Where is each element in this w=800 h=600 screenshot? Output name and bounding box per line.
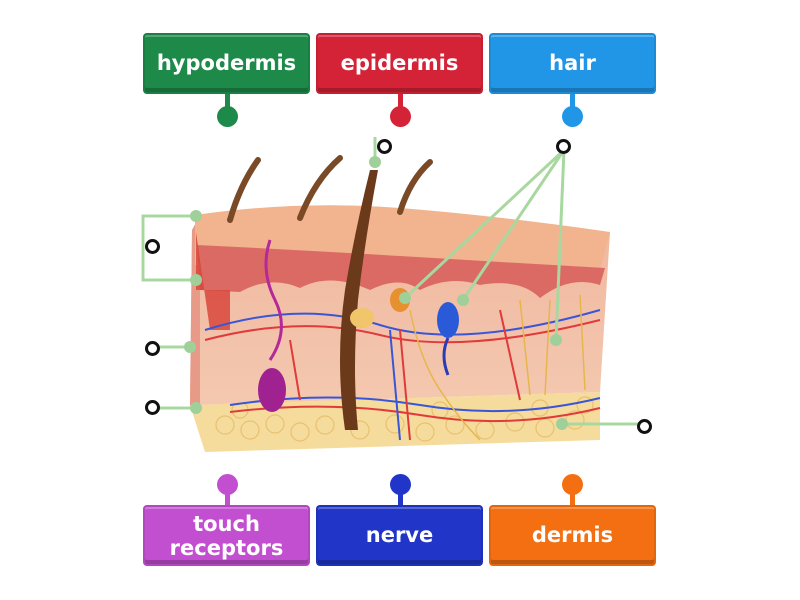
drop-target-receptors-area[interactable] [556, 139, 571, 154]
hair-follicle [340, 170, 378, 430]
epidermis-red [197, 245, 605, 298]
label-tile-touch-receptors[interactable]: touch receptors [143, 505, 310, 566]
drop-target-epidermis-area[interactable] [145, 239, 160, 254]
label-text: hair [549, 51, 596, 75]
drop-target-dermis-area[interactable] [145, 341, 160, 356]
label-text: hypodermis [156, 51, 297, 75]
label-text: dermis [531, 523, 614, 547]
drop-target-fat-area[interactable] [637, 419, 652, 434]
label-text: nerve [365, 523, 434, 547]
label-text: epidermis [340, 51, 459, 75]
label-tile-epidermis[interactable]: epidermis [316, 33, 483, 94]
label-tile-hypodermis[interactable]: hypodermis [143, 33, 310, 94]
leader-lines [141, 137, 640, 426]
label-text-line1: touch [193, 511, 260, 536]
drop-target-hypodermis-area[interactable] [145, 400, 160, 415]
label-text-line2: receptors [169, 535, 284, 560]
label-tile-nerve[interactable]: nerve [316, 505, 483, 566]
drop-target-hair-area[interactable] [377, 139, 392, 154]
label-tile-dermis[interactable]: dermis [489, 505, 656, 566]
label-tile-hair[interactable]: hair [489, 33, 656, 94]
leader-dots [184, 156, 568, 430]
